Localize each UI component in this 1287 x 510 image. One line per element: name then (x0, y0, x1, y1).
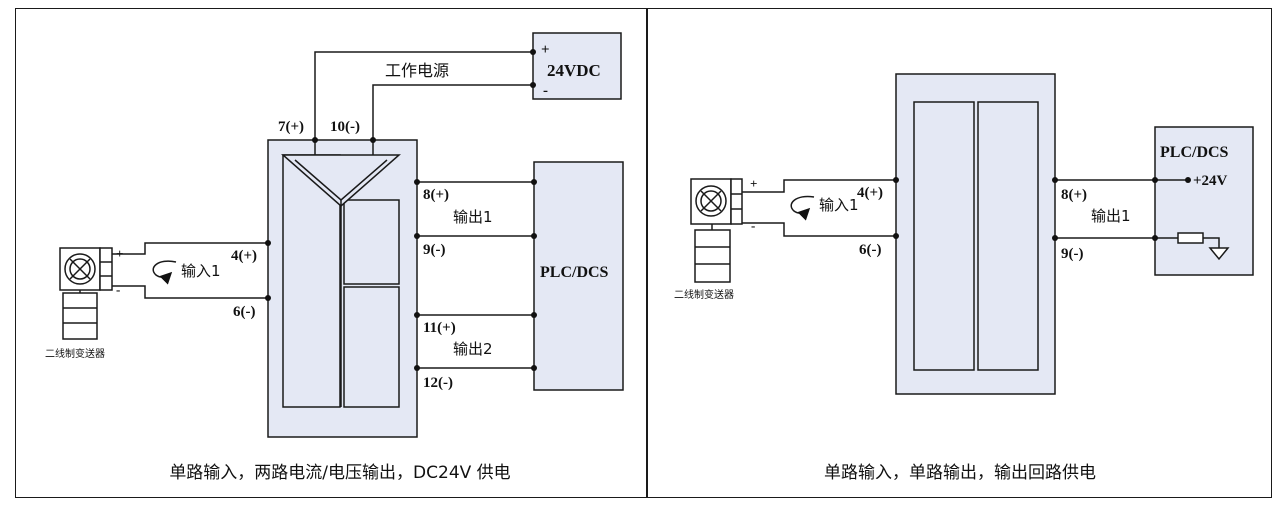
right-supply-label: +24V (1193, 173, 1228, 189)
right-junction-dots (893, 177, 1191, 241)
right-plc-box (1154, 126, 1254, 276)
left-plc-box (533, 161, 624, 391)
right-pin-6: 6(-) (859, 242, 882, 258)
left-transmitter-label: 二线制变送器 (45, 347, 105, 360)
right-diagram (690, 73, 1254, 395)
left-caption: 单路输入，两路电流/电压输出，DC24V 供电 (169, 463, 510, 483)
right-input-loop-arrow (790, 195, 815, 221)
left-pin-7: 7(+) (278, 119, 304, 135)
left-pin-9: 9(-) (423, 242, 446, 258)
left-output2-module (343, 286, 400, 408)
left-junction-dots (265, 49, 537, 371)
left-plc-label: PLC/DCS (540, 264, 609, 281)
right-panel-frame (646, 8, 1272, 498)
right-pin-4: 4(+) (857, 185, 883, 201)
left-transmitter-body (62, 292, 98, 340)
left-input-loop-arrow (152, 260, 177, 285)
right-tx-minus: - (751, 218, 755, 233)
right-inner-module-1 (913, 101, 975, 371)
left-pin-6: 6(-) (233, 304, 256, 320)
right-input1-label: 输入1 (819, 196, 859, 214)
left-input1-label: 输入1 (181, 262, 221, 280)
right-caption: 单路输入，单路输出，输出回路供电 (824, 463, 1096, 483)
right-plc-label: PLC/DCS (1160, 144, 1229, 161)
right-pin-9: 9(-) (1061, 246, 1084, 262)
right-transmitter-body (694, 229, 731, 283)
right-pin-8: 8(+) (1061, 187, 1087, 203)
left-panel-frame (15, 8, 648, 498)
left-splitter-triangle (281, 154, 401, 207)
left-pin-4: 4(+) (231, 248, 257, 264)
left-pin-8: 8(+) (423, 187, 449, 203)
left-supply-plus: + (541, 42, 550, 58)
right-tx-plus: + (750, 176, 757, 191)
right-load-resistor (1177, 232, 1204, 244)
left-pin-12: 12(-) (423, 375, 453, 391)
left-power-label: 工作电源 (385, 61, 449, 80)
left-pin-11: 11(+) (423, 320, 456, 336)
left-supply-label: 24VDC (547, 61, 601, 80)
left-output2-label: 输出2 (453, 340, 493, 358)
left-output1-module (343, 199, 400, 285)
left-diagram (59, 32, 624, 438)
left-power-supply-box (532, 32, 622, 100)
left-pin-10: 10(-) (330, 119, 360, 135)
left-output1-label: 输出1 (453, 208, 493, 226)
right-transmitter-label: 二线制变送器 (674, 288, 734, 301)
left-tx-minus: - (116, 282, 120, 297)
left-supply-minus: - (543, 83, 548, 99)
right-ground-symbol (1208, 247, 1230, 261)
left-tx-plus: + (116, 246, 123, 261)
right-inner-module-2 (977, 101, 1039, 371)
right-output1-label: 输出1 (1091, 207, 1131, 225)
